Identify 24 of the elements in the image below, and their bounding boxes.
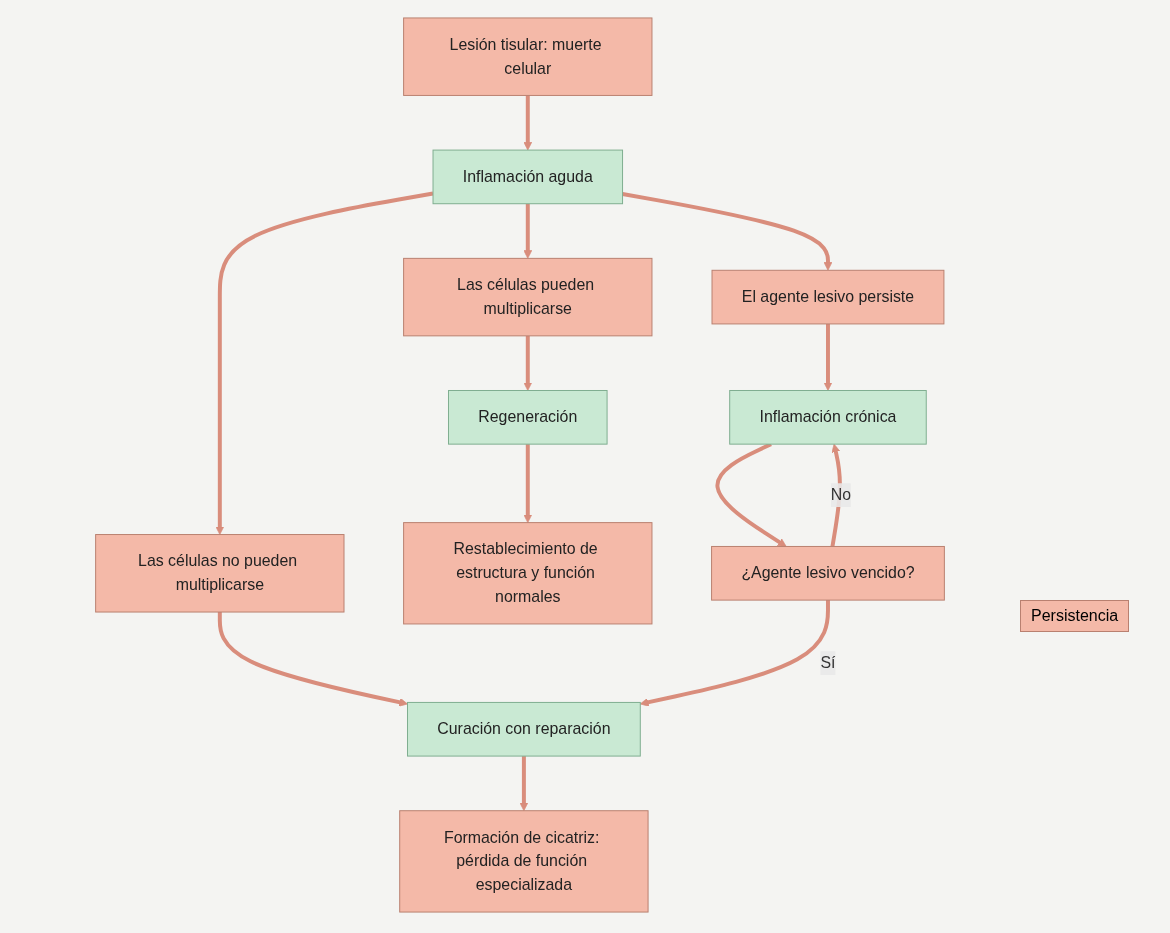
node-box: Inflamación crónica	[729, 390, 927, 445]
node-box: Regeneración	[448, 390, 608, 445]
arrow	[639, 600, 830, 707]
node-box: Las células pueden multiplicarse	[403, 257, 653, 337]
node-box: Formación de cicatriz: pérdida de función especializada	[399, 810, 649, 913]
arrow	[823, 323, 833, 391]
edge-label: No	[830, 486, 852, 504]
node-box: Inflamación aguda	[432, 149, 624, 205]
node-box: Restablecimiento de estructura y función normales	[403, 522, 653, 625]
arrow	[523, 444, 533, 523]
arrow	[523, 95, 533, 151]
arrow	[622, 192, 833, 271]
edge-label: Sí	[820, 654, 836, 672]
arrow	[523, 335, 533, 391]
node-box: Curación con reparación	[407, 701, 641, 757]
node-box: Las células no pueden multiplicarse	[95, 534, 345, 613]
arrow	[519, 756, 529, 812]
arrow	[215, 191, 434, 535]
arrow	[217, 612, 408, 707]
arrow	[523, 203, 533, 259]
node-box: Lesión tisular: muerte celular	[403, 17, 653, 96]
node-box: ¿Agente lesivo vencido?	[711, 545, 945, 601]
note-label: Persistencia	[1020, 600, 1130, 632]
node-box: El agente lesivo persiste	[711, 269, 945, 325]
